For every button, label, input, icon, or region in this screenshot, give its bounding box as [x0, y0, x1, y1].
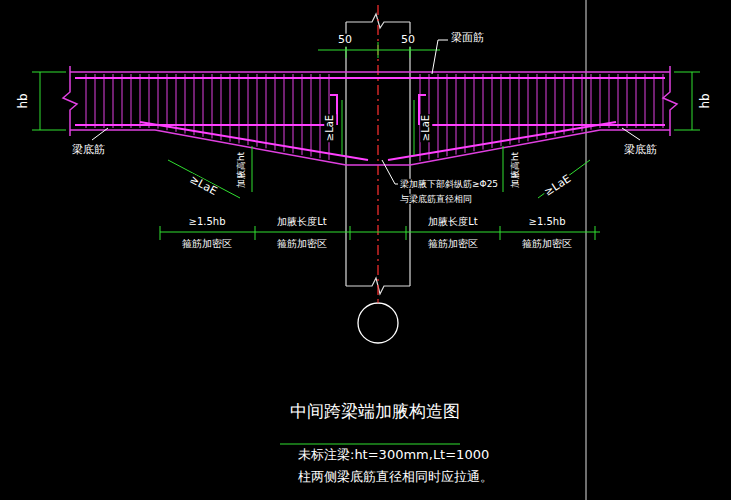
beam-outline	[63, 66, 677, 165]
stirrup-line	[248, 74, 249, 145]
stirrup-line	[311, 74, 312, 157]
dimension-text: ≥LaE	[324, 114, 336, 142]
stirrup-line	[266, 74, 267, 148]
stirrups	[86, 74, 663, 161]
axis-bubble	[358, 303, 398, 343]
stirrup-line	[230, 74, 231, 142]
stirrup-line	[167, 74, 168, 130]
stirrup-line	[519, 74, 520, 143]
stirrup-line	[627, 74, 628, 128]
leader-lines	[92, 40, 640, 184]
stirrup-line	[158, 74, 159, 129]
rebar-label: 梁底筋	[623, 144, 658, 157]
stirrup-line	[555, 74, 556, 136]
stirrup-line	[122, 74, 123, 128]
dimension-text: ≥1.5hb	[528, 216, 567, 228]
stirrup-line	[636, 74, 637, 128]
stirrup-line	[618, 74, 619, 128]
stirrup-line	[257, 74, 258, 147]
stirrup-line	[591, 74, 592, 130]
dimension-text: 加腋长度Lt	[276, 216, 328, 228]
stirrup-line	[203, 74, 204, 137]
dimension-text: hb	[17, 92, 31, 109]
stirrup-line	[86, 74, 87, 128]
rebar-label: 梁面筋	[450, 32, 485, 45]
stirrup-line	[113, 74, 114, 128]
zone-label: 箍筋加密区	[521, 238, 573, 250]
drawing-title: 中间跨梁端加腋构造图	[289, 402, 461, 422]
column-centerline	[377, 5, 378, 300]
stirrup-line	[456, 74, 457, 155]
stirrup-line	[582, 74, 583, 131]
rebar-label: 梁底筋	[71, 144, 106, 157]
zone-label: 箍筋加密区	[276, 238, 328, 250]
dimension-text: 50	[400, 34, 416, 47]
stirrup-line	[645, 74, 646, 128]
dimension-text: hb	[699, 92, 713, 109]
stirrup-line	[239, 74, 240, 143]
stirrup-line	[501, 74, 502, 146]
note-text: 柱两侧梁底筋直径相同时应拉通。	[297, 470, 494, 485]
dimension-text: ≥LaE	[542, 172, 575, 200]
stirrup-line	[492, 74, 493, 148]
stirrup-line	[176, 74, 177, 132]
dimension-text: 加腋长度Lt	[427, 216, 479, 228]
stirrup-line	[320, 74, 321, 158]
callout-text: 梁加腋下部斜纵筋≥Φ25	[399, 179, 499, 189]
zone-label: 箍筋加密区	[181, 238, 233, 250]
rebars	[75, 78, 665, 160]
stirrup-line	[131, 74, 132, 128]
stirrup-line	[284, 74, 285, 152]
stirrup-line	[510, 74, 511, 145]
stirrup-line	[302, 74, 303, 155]
stirrup-line	[95, 74, 96, 128]
dimension-text: 加腋高ht	[510, 151, 520, 189]
stirrup-line	[447, 74, 448, 156]
dimension-lines	[32, 42, 700, 444]
stirrup-line	[465, 74, 466, 153]
stirrup-line	[546, 74, 547, 138]
stirrup-line	[293, 74, 294, 153]
stirrup-line	[212, 74, 213, 138]
stirrup-line	[474, 74, 475, 151]
zone-label: 箍筋加密区	[427, 238, 479, 250]
stirrup-line	[600, 74, 601, 128]
stirrup-line	[483, 74, 484, 150]
note-text: 未标注梁:ht=300mm,Lt=1000	[297, 448, 490, 463]
stirrup-line	[149, 74, 150, 128]
dimension-text: ≥LaE	[186, 173, 219, 199]
stirrup-line	[663, 74, 664, 128]
stirrup-line	[275, 74, 276, 150]
stirrup-line	[609, 74, 610, 128]
axis-tick	[378, 300, 379, 303]
stirrup-line	[104, 74, 105, 128]
dimension-text: 加腋高ht	[236, 151, 246, 189]
stirrup-line	[654, 74, 655, 128]
dimension-text: ≥1.5hb	[188, 216, 227, 228]
stirrup-line	[537, 74, 538, 140]
stirrup-line	[221, 74, 222, 140]
stirrup-line	[438, 74, 439, 158]
stirrup-line	[528, 74, 529, 141]
callout-text: 与梁底筋直径相同	[399, 194, 473, 204]
dimension-text: 50	[337, 34, 353, 47]
frame-line	[586, 0, 587, 500]
dimension-text: ≥LaE	[420, 114, 432, 142]
stirrup-line	[140, 74, 141, 128]
